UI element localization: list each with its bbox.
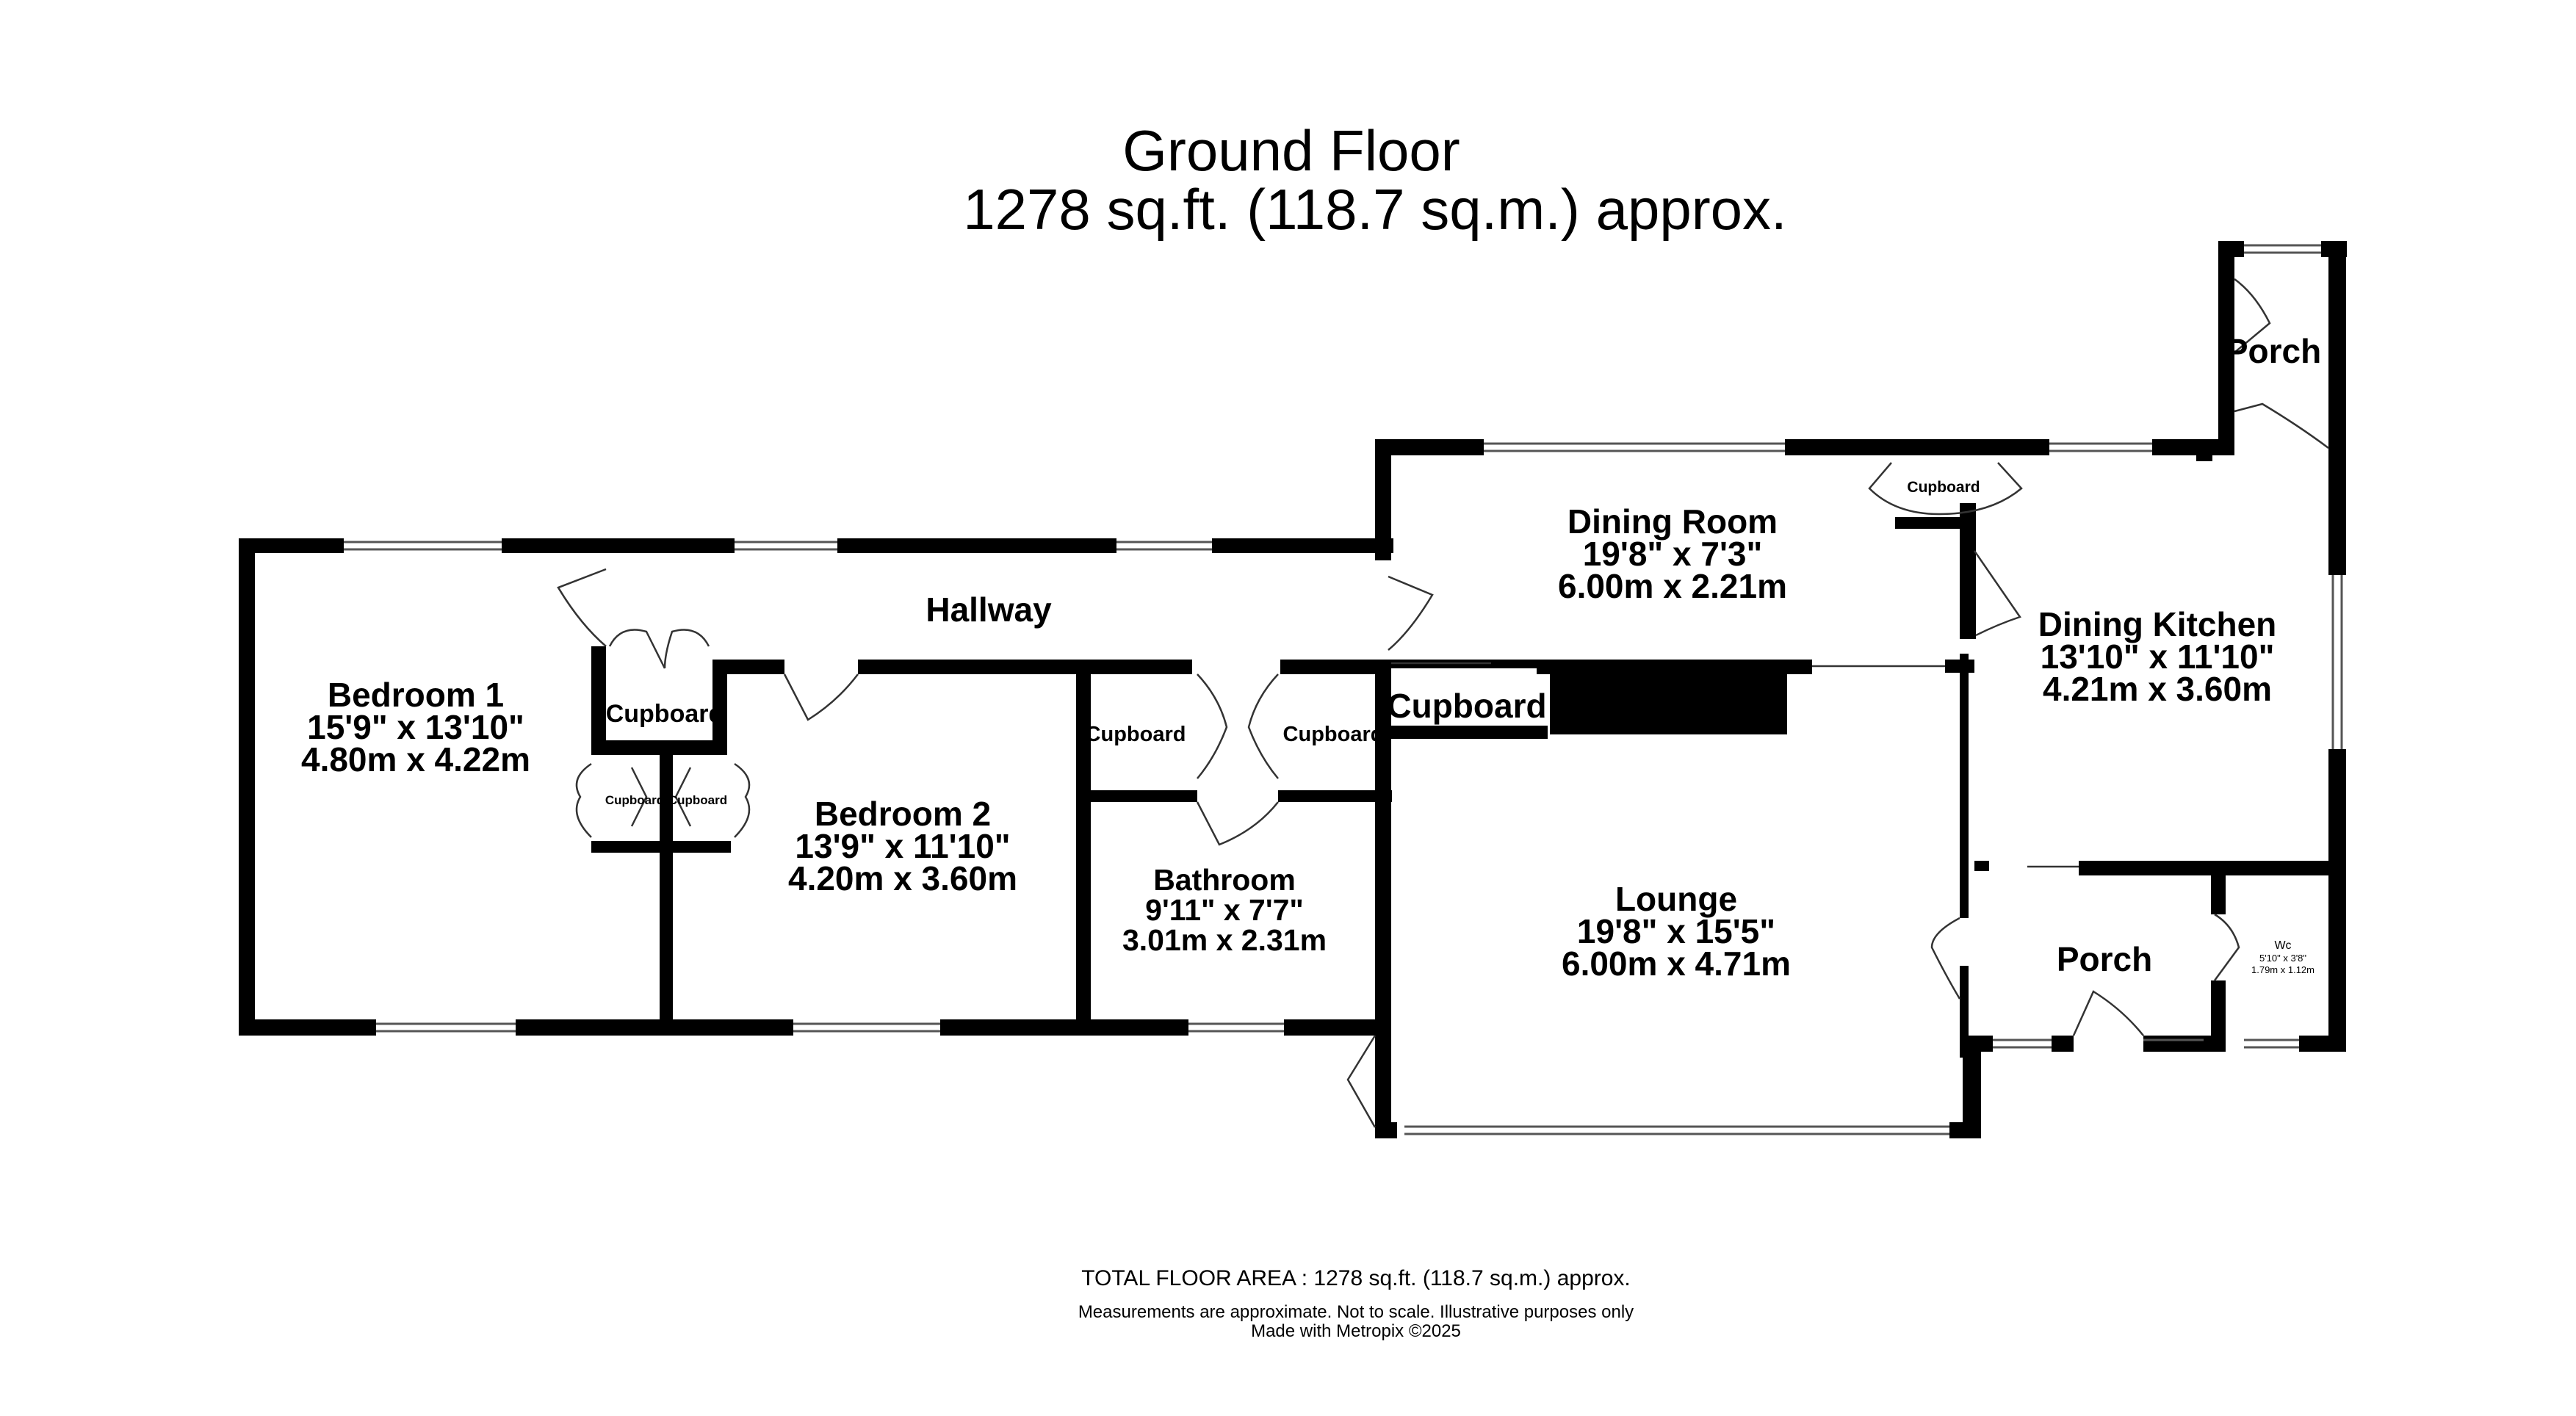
dining-room-imperial: 19'8" x 7'3" xyxy=(1583,535,1763,573)
wall-dining-cupboard-bottom xyxy=(1895,517,1976,529)
bath-cupboard-a-label: Cupboard xyxy=(1086,723,1186,746)
windows xyxy=(344,241,2343,1138)
wall-lounge-west-lower xyxy=(1375,1021,1391,1130)
bathroom-name: Bathroom xyxy=(1153,863,1296,897)
wall-east-upper xyxy=(2328,241,2346,575)
chimney-breast xyxy=(1550,674,1787,734)
dining-kitchen-metric: 4.21m x 3.60m xyxy=(2043,670,2272,708)
bath-cupboard-b-label: Cupboard xyxy=(1283,723,1384,746)
dining-room-name: Dining Room xyxy=(1567,502,1778,541)
bedroom2-label: Bedroom 2 13'9" x 11'10" 4.20m x 3.60m xyxy=(788,795,1017,897)
wall-wc-south-right xyxy=(2299,1036,2346,1052)
wall-kitchen-north xyxy=(2152,439,2233,455)
hallway-name: Hallway xyxy=(926,590,1052,629)
bedroom1-metric: 4.80m x 4.22m xyxy=(301,740,530,779)
porch-top-name: Porch xyxy=(2226,332,2321,370)
porch-bottom-name: Porch xyxy=(2057,940,2152,978)
wall-bed2-bath xyxy=(1076,660,1091,1027)
dining-kitchen-name: Dining Kitchen xyxy=(2038,605,2277,643)
wall-dining-west-upper xyxy=(1375,439,1391,560)
dining-room-metric: 6.00m x 2.21m xyxy=(1558,567,1787,605)
wall-hall-cupboard-bottom xyxy=(591,740,727,755)
wall-porch-south-mid xyxy=(2052,1036,2074,1052)
wall-hall-cupboard-left xyxy=(591,646,606,749)
lounge-imperial: 19'8" x 15'5" xyxy=(1577,912,1775,950)
wall-kitchen-porch-stub xyxy=(1974,861,1989,871)
lounge-label: Lounge 19'8" x 15'5" 6.00m x 4.71m xyxy=(1562,880,1791,983)
lounge-metric: 6.00m x 4.71m xyxy=(1562,944,1791,983)
bedroom1-name: Bedroom 1 xyxy=(328,676,504,714)
wall-kitchen-porch xyxy=(2079,861,2346,875)
walls xyxy=(239,241,2347,1138)
wall-porch-south-left xyxy=(1960,1036,1993,1052)
lounge-name: Lounge xyxy=(1615,880,1737,918)
floor-area-title: 1278 sq.ft. (118.7 sq.m.) approx. xyxy=(963,177,1786,242)
total-floor-area: TOTAL FLOOR AREA : 1278 sq.ft. (118.7 sq… xyxy=(1081,1266,1631,1290)
bathroom-imperial: 9'11" x 7'7" xyxy=(1145,893,1304,927)
dining-cupboard-label: Cupboard xyxy=(1907,479,1980,496)
wall-porch-south-right xyxy=(2143,1036,2226,1052)
wall-bath-cupboard-b xyxy=(1278,790,1392,802)
bed1-cupboard-b-label: Cupboard xyxy=(668,793,727,807)
wall-porch-west xyxy=(2218,241,2234,455)
floor-title: Ground Floor xyxy=(1122,118,1460,183)
wall-hall-cupboard-right xyxy=(712,660,727,755)
bedroom1-imperial: 15'9" x 13'10" xyxy=(307,708,524,746)
bathroom-metric: 3.01m x 2.31m xyxy=(1122,923,1327,957)
lounge-cupboard-label: Cupboard xyxy=(1387,687,1546,725)
wall-bed1-bed2 xyxy=(660,755,673,1027)
bedroom2-imperial: 13'9" x 11'10" xyxy=(795,827,1010,865)
wall-kitchen-west-mid xyxy=(1960,654,1969,918)
wall-wc-west-upper xyxy=(2211,870,2226,914)
wall-wc-west-lower xyxy=(2211,980,2226,1052)
wall-lounge-cupboard-bottom xyxy=(1375,726,1548,739)
dining-room-label: Dining Room 19'8" x 7'3" 6.00m x 2.21m xyxy=(1558,502,1787,605)
wc-metric: 1.79m x 1.12m xyxy=(2251,964,2315,975)
bedroom2-metric: 4.20m x 3.60m xyxy=(788,859,1017,897)
wall-porch-west-lower xyxy=(1960,966,1969,1058)
bedroom1-label: Bedroom 1 15'9" x 13'10" 4.80m x 4.22m xyxy=(301,676,530,779)
wall-bath-cupboard-a xyxy=(1076,790,1197,802)
wall-porch-top-left xyxy=(2218,241,2244,257)
hall-cupboard-label: Cupboard xyxy=(606,700,724,728)
doors xyxy=(557,278,2329,1128)
dining-kitchen-label: Dining Kitchen 13'10" x 11'10" 4.21m x 3… xyxy=(2038,605,2277,708)
wall-bath-east xyxy=(1375,660,1391,1036)
disclaimer: Measurements are approximate. Not to sca… xyxy=(1078,1302,1634,1322)
wc-imperial: 5'10" x 3'8" xyxy=(2259,953,2306,964)
bathroom-label: Bathroom 9'11" x 7'7" 3.01m x 2.31m xyxy=(1122,863,1327,957)
wall-hall-bed2-a xyxy=(727,660,784,674)
wall-hall-bed2-b xyxy=(858,660,1192,674)
bedroom2-name: Bedroom 2 xyxy=(815,795,991,833)
credit: Made with Metropix ©2025 xyxy=(1251,1321,1461,1341)
wall-bedroom1-west xyxy=(239,538,255,1036)
wall-east-lower xyxy=(2328,749,2346,1052)
dining-kitchen-imperial: 13'10" x 11'10" xyxy=(2041,637,2275,676)
wc-name: Wc xyxy=(2274,939,2291,952)
bed1-cupboard-a-label: Cupboard xyxy=(605,793,664,807)
wall-hall-bath xyxy=(1280,660,1383,674)
wall-kitchen-west-upper xyxy=(1960,503,1976,639)
wc-label: Wc 5'10" x 3'8" 1.79m x 1.12m xyxy=(2251,939,2315,975)
wall-dining-lounge xyxy=(1537,660,1812,674)
wall-lounge-south-left xyxy=(1375,1122,1397,1138)
